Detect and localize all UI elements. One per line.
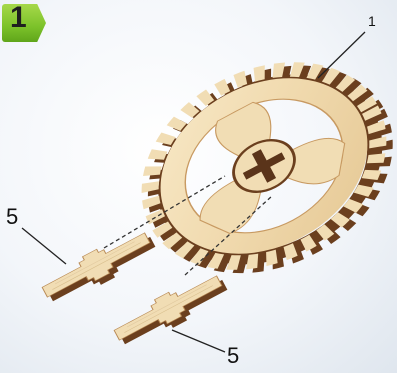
peg-part-left: [38, 224, 159, 309]
gear-leader-line: [318, 32, 365, 78]
gear-part: [116, 29, 397, 306]
peg-part-bottom: [110, 267, 231, 352]
peg-left-part-label: 5: [6, 206, 18, 228]
peg-bottom-leader-line: [172, 330, 225, 352]
peg-bottom-part-label: 5: [227, 345, 239, 367]
peg-left-leader-line: [22, 228, 66, 264]
gear-part-label: 1: [368, 14, 376, 28]
